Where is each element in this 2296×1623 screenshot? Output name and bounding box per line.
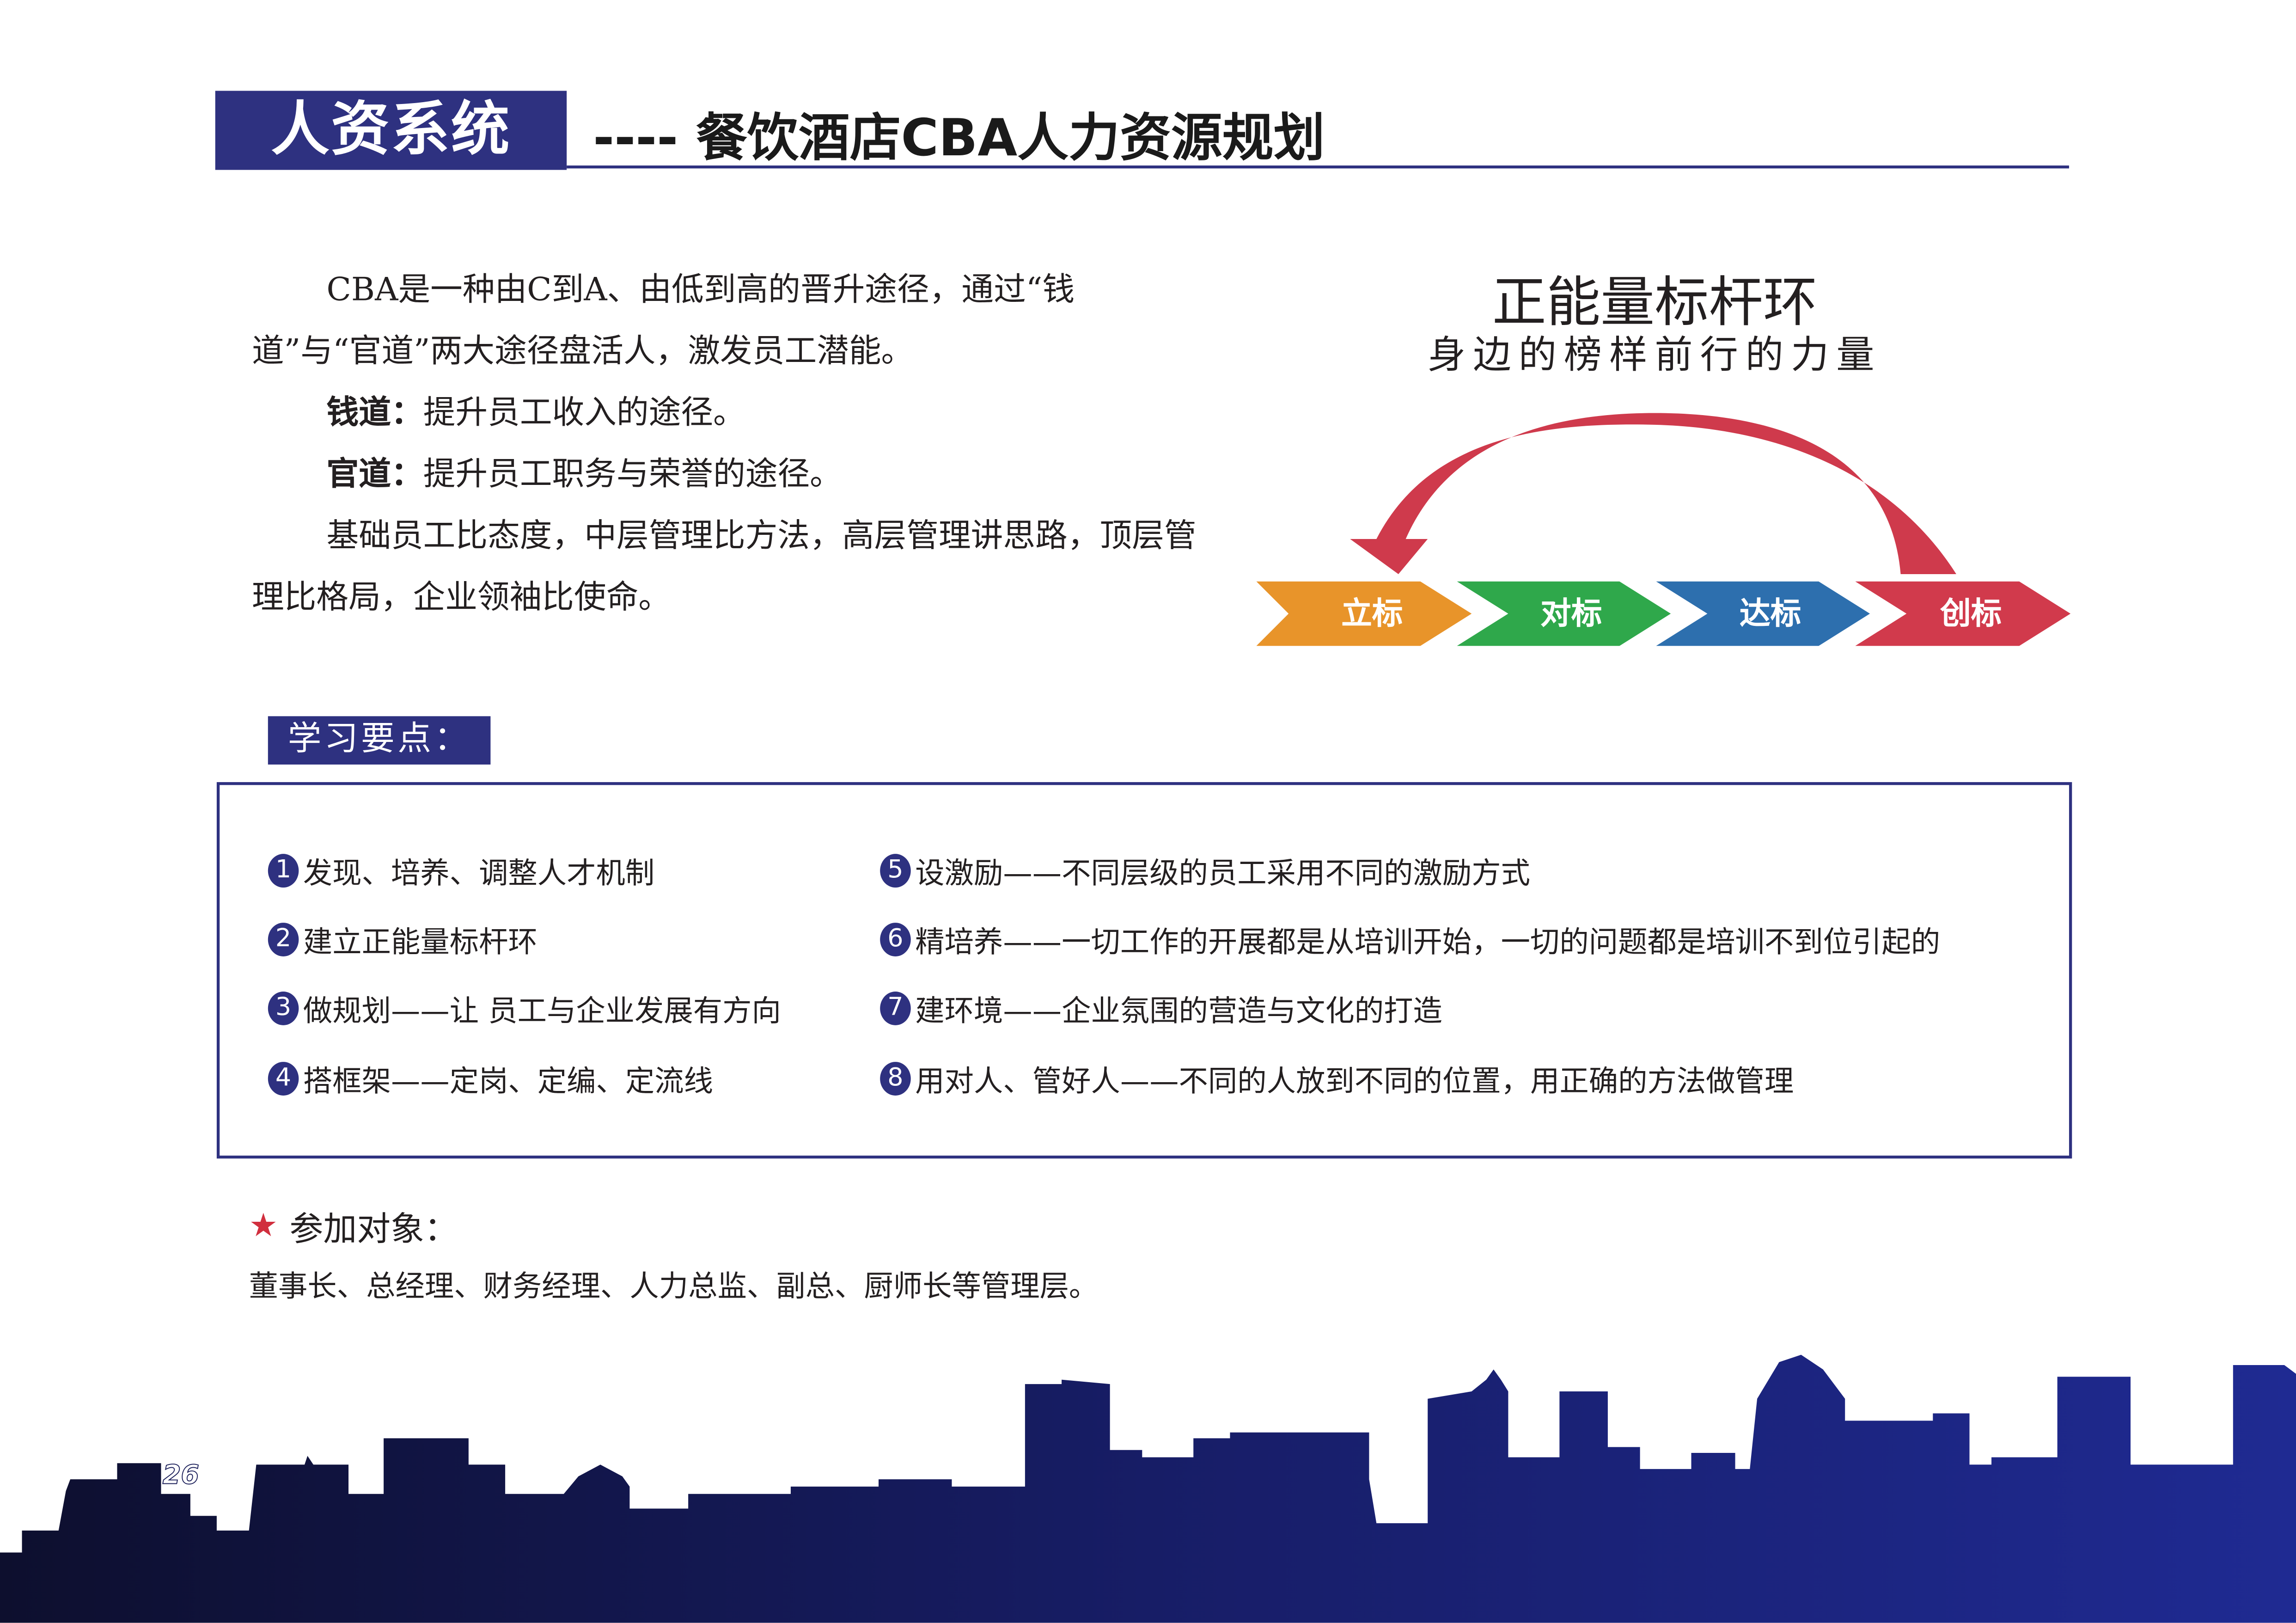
item-text: 做规划——让 员工与企业发展有方向: [303, 993, 781, 1029]
money-path-label: 钱道：: [326, 395, 423, 432]
number-badge: 8: [880, 1062, 911, 1096]
chevron-step-3: [1656, 581, 1870, 646]
step-label-1: 立标: [1341, 596, 1403, 631]
intro-text: CBA是一种由C到A、由低到高的晋升途径，通过“钱道”与“官道”两大途径盘活人，…: [252, 261, 1203, 630]
chevron-step-2: [1457, 581, 1671, 646]
header-badge: [215, 91, 567, 170]
money-path: 钱道：提升员工收入的途径。: [252, 384, 1203, 445]
number-badge: 3: [268, 992, 299, 1025]
learning-points-box: [216, 782, 2072, 1159]
step-label-4: 创标: [1940, 596, 2002, 631]
number-badge: 7: [880, 992, 911, 1025]
number-badge: 4: [268, 1062, 299, 1096]
item-text: 设激励——不同层级的员工采用不同的激励方式: [915, 855, 1530, 891]
diagram-title: 正能量标杆环: [1492, 271, 1817, 334]
money-path-text: 提升员工收入的途径。: [423, 395, 745, 432]
official-path-label: 官道：: [326, 457, 423, 494]
item-text: 发现、培养、调整人才机制: [303, 855, 655, 891]
return-arc-arrow: [1350, 413, 1956, 575]
item-text: 搭框架——定岗、定编、定流线: [303, 1063, 714, 1099]
official-path-text: 提升员工职务与荣誉的途径。: [423, 457, 842, 494]
page-number: 26: [162, 1460, 200, 1491]
step-label-2: 对标: [1540, 596, 1602, 631]
audience-heading-row: ★ 参加对象：: [249, 1201, 458, 1251]
audience-heading: 参加对象：: [289, 1211, 458, 1249]
step-label-3: 达标: [1740, 596, 1801, 631]
intro-paragraph: CBA是一种由C到A、由低到高的晋升途径，通过“钱道”与“官道”两大途径盘活人，…: [251, 272, 1075, 371]
audience-text: 董事长、总经理、财务经理、人力总监、副总、厨师长等管理层。: [249, 1268, 1099, 1304]
number-badge: 5: [880, 854, 911, 888]
item-text: 建立正能量标杆环: [303, 924, 537, 960]
star-icon: ★: [249, 1207, 278, 1244]
chevron-step-1: [1256, 581, 1472, 646]
management-paragraph: 基础员工比态度，中层管理比方法，高层管理讲思路，顶层管理比格局，企业领袖比使命。: [251, 518, 1197, 617]
item-text: 建环境——企业氛围的营造与文化的打造: [915, 993, 1442, 1029]
chevron-step-4: [1855, 581, 2071, 646]
item-text: 用对人、管好人——不同的人放到不同的位置，用正确的方法做管理: [915, 1063, 1794, 1099]
learning-heading: 学习要点：: [268, 716, 491, 765]
header-subtitle: ---- 餐饮酒店CBA人力资源规划: [593, 110, 1325, 169]
official-path: 官道：提升员工职务与荣誉的途径。: [252, 445, 1203, 507]
diagram-subtitle: 身边的榜样前行的力量: [1428, 334, 1882, 378]
number-badge: 2: [268, 923, 299, 956]
header-underline: [567, 165, 2069, 169]
item-text: 精培养——一切工作的开展都是从培训开始，一切的问题都是培训不到位引起的: [915, 924, 1941, 960]
number-badge: 1: [268, 854, 299, 888]
number-badge: 6: [880, 923, 911, 956]
header-title: 人资系统: [271, 97, 511, 164]
